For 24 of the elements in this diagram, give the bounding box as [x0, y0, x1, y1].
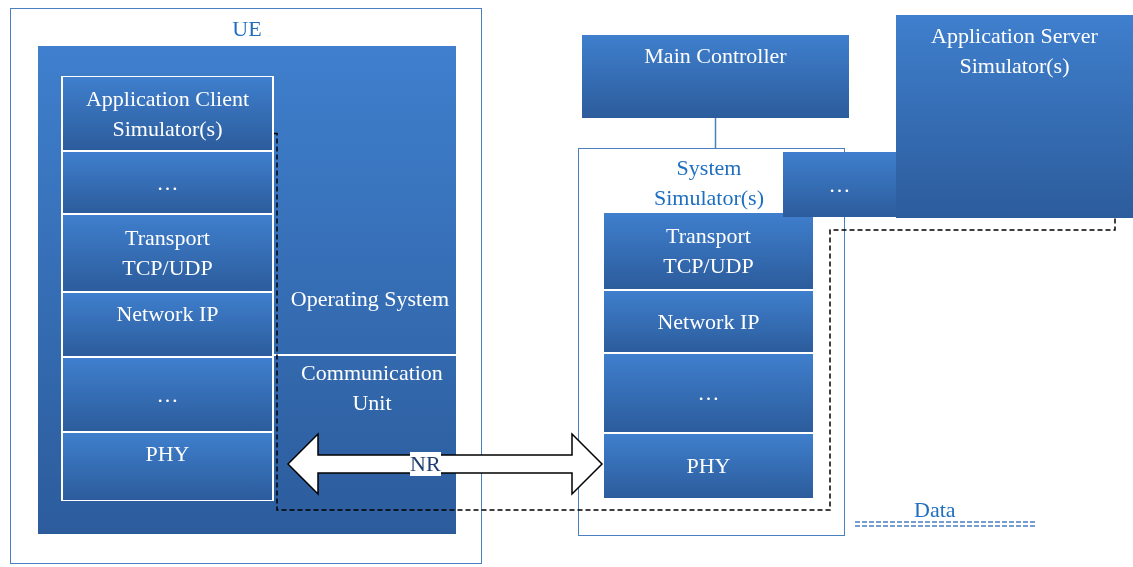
- layer-box: Transport TCP/UDP: [602, 212, 815, 290]
- frame-title: UE: [231, 15, 263, 43]
- panel-label: Operating System: [290, 285, 450, 313]
- frame-title: System Simulator(s): [653, 154, 765, 212]
- layer-box: PHY: [602, 433, 815, 499]
- layer-box: …: [61, 151, 274, 214]
- data-path: [273, 132, 1116, 511]
- connector-line: [714, 117, 717, 149]
- layer-box: …: [783, 152, 896, 217]
- device-panel: [38, 46, 456, 534]
- layer-box: Transport TCP/UDP: [61, 214, 274, 292]
- layer-box: PHY: [61, 432, 274, 501]
- server-box: Application Server Simulator(s): [896, 15, 1133, 218]
- layer-box: …: [602, 353, 815, 433]
- controller-box: Main Controller: [582, 35, 849, 118]
- layer-box: Application Client Simulator(s): [61, 76, 274, 151]
- layer-box: …: [61, 357, 274, 432]
- double-arrow: [286, 432, 604, 496]
- layer-box: Network IP: [61, 292, 274, 357]
- legend-label: Data: [914, 497, 956, 523]
- panel-label: Communication Unit: [300, 359, 444, 417]
- edge-label: NR: [410, 452, 441, 476]
- layer-box: Network IP: [602, 290, 815, 353]
- device-frame: [10, 8, 482, 564]
